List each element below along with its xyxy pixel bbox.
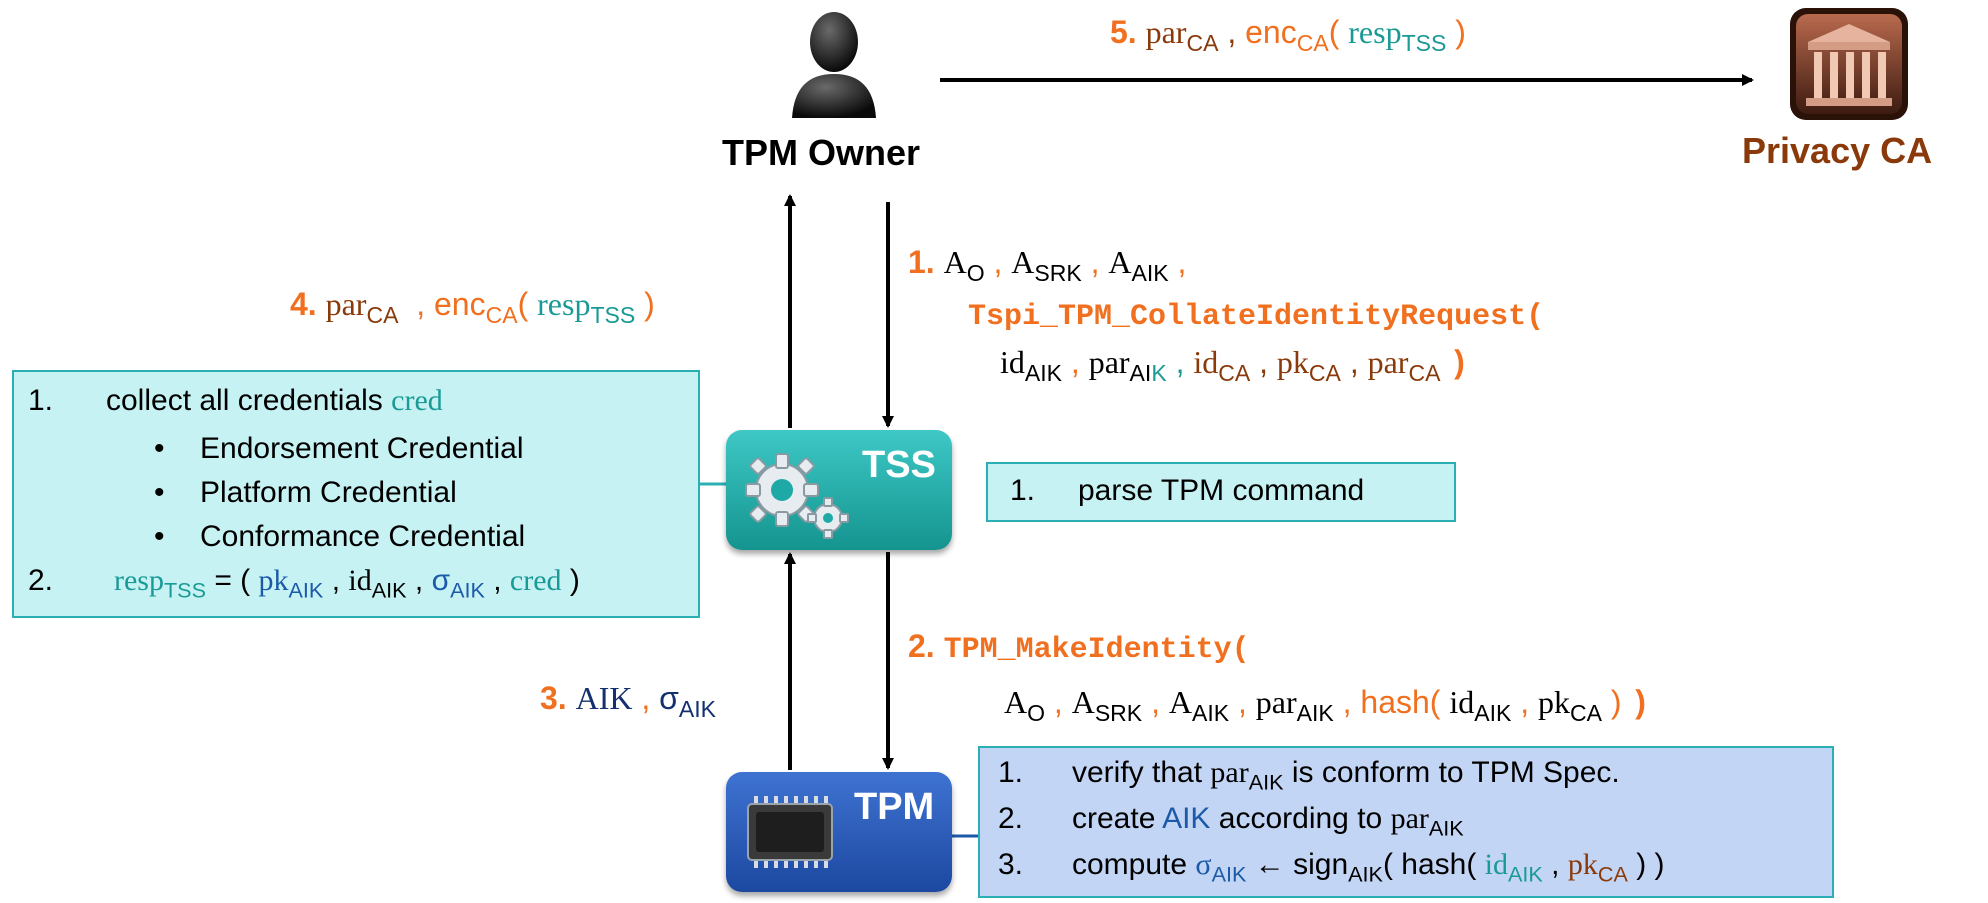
tss-box-num: 1.: [1010, 474, 1036, 507]
left-item2-num: 2.: [28, 564, 54, 597]
step2-line1: 2. TPM_MakeIdentity(: [908, 628, 1250, 667]
left-item2: respTSS = ( pkAIK , idAIK , σAIK , cred …: [114, 564, 580, 603]
step1-function-call: Tspi_TPM_CollateIdentityRequest(: [968, 300, 1545, 334]
chip-icon: [747, 796, 833, 868]
tpm-item2-num: 2.: [998, 802, 1024, 835]
tss-component: TSS: [726, 430, 952, 550]
bullet-icon: •: [154, 476, 165, 509]
tpm-component: TPM: [726, 772, 952, 892]
owner-label: TPM Owner: [722, 132, 921, 173]
bullet-endorsement: Endorsement Credential: [200, 432, 524, 465]
gears-icon: [745, 453, 849, 539]
left-item1: collect all credentials cred: [106, 384, 443, 417]
tss-parse-box: 1. parse TPM command: [986, 462, 1456, 522]
bullet-icon: •: [154, 432, 165, 465]
tpm-item1: verify that parAIK is conform to TPM Spe…: [1072, 756, 1620, 795]
tpm-item3: compute σAIK ← signAIK( hash( idAIK , pk…: [1072, 848, 1665, 887]
step2-line2: AO , ASRK , AAIK , parAIK , hash( idAIK …: [1004, 684, 1650, 727]
step5-label: 5. parCA , encCA( respTSS ): [1110, 14, 1466, 57]
step3-label: 3. AIK , σAIK: [540, 680, 716, 723]
bullet-conformance: Conformance Credential: [200, 520, 526, 553]
step1-line1: 1. AO , ASRK , AAIK ,: [908, 244, 1187, 287]
privacy-ca-label: Privacy CA: [1742, 130, 1933, 171]
tss-box-text: parse TPM command: [1078, 474, 1365, 507]
tpm-item2: create AIK according to parAIK: [1072, 802, 1464, 841]
tpm-label: TPM: [854, 786, 935, 828]
person-silhouette-icon: [792, 12, 876, 118]
bullet-icon: •: [154, 520, 165, 553]
left-item1-num: 1.: [28, 384, 54, 417]
courthouse-icon: [1790, 8, 1908, 120]
tpm-item3-num: 3.: [998, 848, 1024, 881]
tss-label: TSS: [862, 444, 936, 486]
step1-line3: idAIK , parAIK , idCA , pkCA , parCA ): [1000, 344, 1469, 387]
credential-collection-box: 1. collect all credentials cred • Endors…: [12, 370, 700, 618]
tpm-item1-num: 1.: [998, 756, 1024, 789]
tpm-steps-box: 1. verify that parAIK is conform to TPM …: [978, 746, 1834, 898]
bullet-platform: Platform Credential: [200, 476, 457, 509]
step4-label: 4. parCA , encCA( respTSS ): [290, 286, 655, 329]
